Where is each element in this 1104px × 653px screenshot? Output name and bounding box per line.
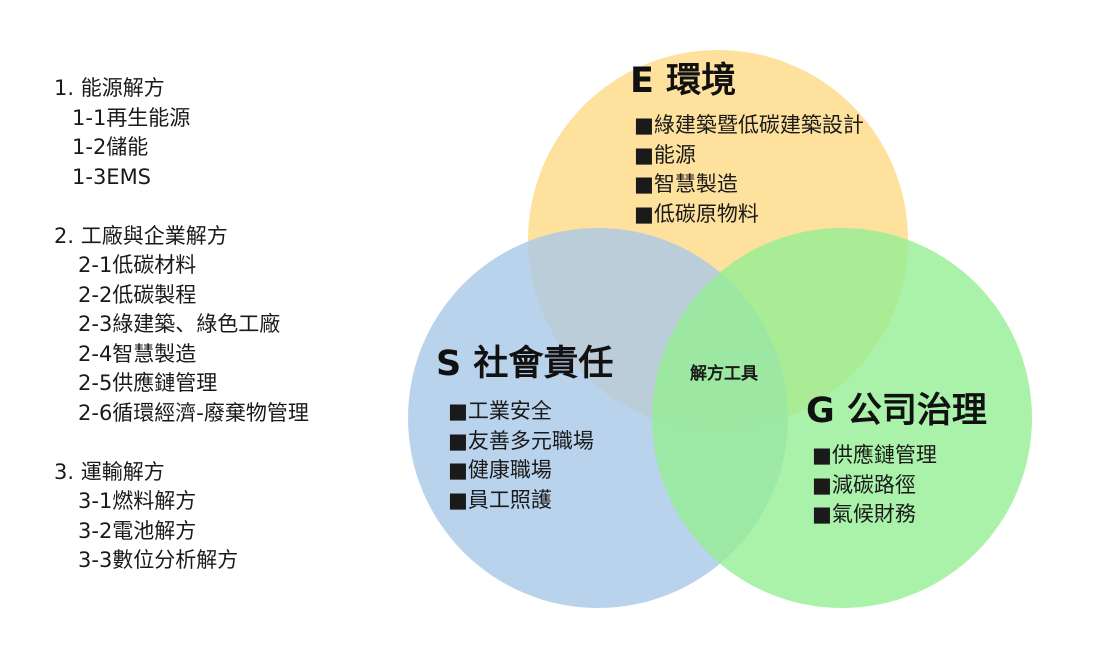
center-label: 解方工具 (690, 363, 758, 384)
social-item: ■工業安全 (448, 399, 552, 423)
social-item: ■友善多元職場 (448, 429, 594, 453)
outline-section-factory: 2. 工廠與企業解方 2-1低碳材料 2-2低碳製程 2-3綠建築、綠色工廠 2… (54, 222, 394, 429)
section-item: 1-2儲能 (72, 135, 149, 159)
environment-item: ■低碳原物料 (634, 202, 759, 226)
solution-outline: 1. 能源解方 1-1再生能源 1-2儲能 1-3EMS 2. 工廠與企業解方 … (54, 74, 394, 605)
section-item: 2-5供應鏈管理 (78, 371, 218, 395)
section-item: 3-2電池解方 (78, 518, 197, 543)
section-item: 1-1再生能源 (72, 105, 191, 130)
governance-circle (652, 228, 1032, 608)
environment-item: ■綠建築暨低碳建築設計 (634, 113, 864, 137)
section-item: 2-2低碳製程 (78, 282, 197, 307)
social-title: S 社會責任 (436, 344, 613, 384)
governance-item: ■供應鏈管理 (812, 443, 937, 467)
governance-title: G 公司治理 (806, 391, 987, 431)
section-item: 2-4智慧製造 (78, 341, 197, 366)
environment-item: ■智慧製造 (634, 172, 738, 196)
social-item: ■員工照護 (448, 488, 552, 512)
outline-section-transport: 3. 運輸解方 3-1燃料解方 3-2電池解方 3-3數位分析解方 (54, 458, 394, 576)
section-item: 1-3EMS (72, 164, 152, 189)
section-title: 1. 能源解方 (54, 76, 165, 100)
section-item: 3-3數位分析解方 (78, 548, 239, 572)
section-item: 2-6循環經濟-廢棄物管理 (78, 400, 309, 425)
governance-item: ■減碳路徑 (812, 473, 916, 497)
outline-section-energy: 1. 能源解方 1-1再生能源 1-2儲能 1-3EMS (54, 74, 394, 192)
section-title: 2. 工廠與企業解方 (54, 223, 228, 248)
section-item: 2-3綠建築、綠色工廠 (78, 312, 281, 336)
section-item: 2-1低碳材料 (78, 253, 197, 277)
environment-item: ■能源 (634, 143, 696, 167)
section-title: 3. 運輸解方 (54, 459, 165, 484)
social-item: ■健康職場 (448, 458, 552, 482)
governance-item: ■氣候財務 (812, 502, 916, 526)
environment-title: E 環境 (630, 61, 736, 101)
section-item: 3-1燃料解方 (78, 489, 197, 513)
